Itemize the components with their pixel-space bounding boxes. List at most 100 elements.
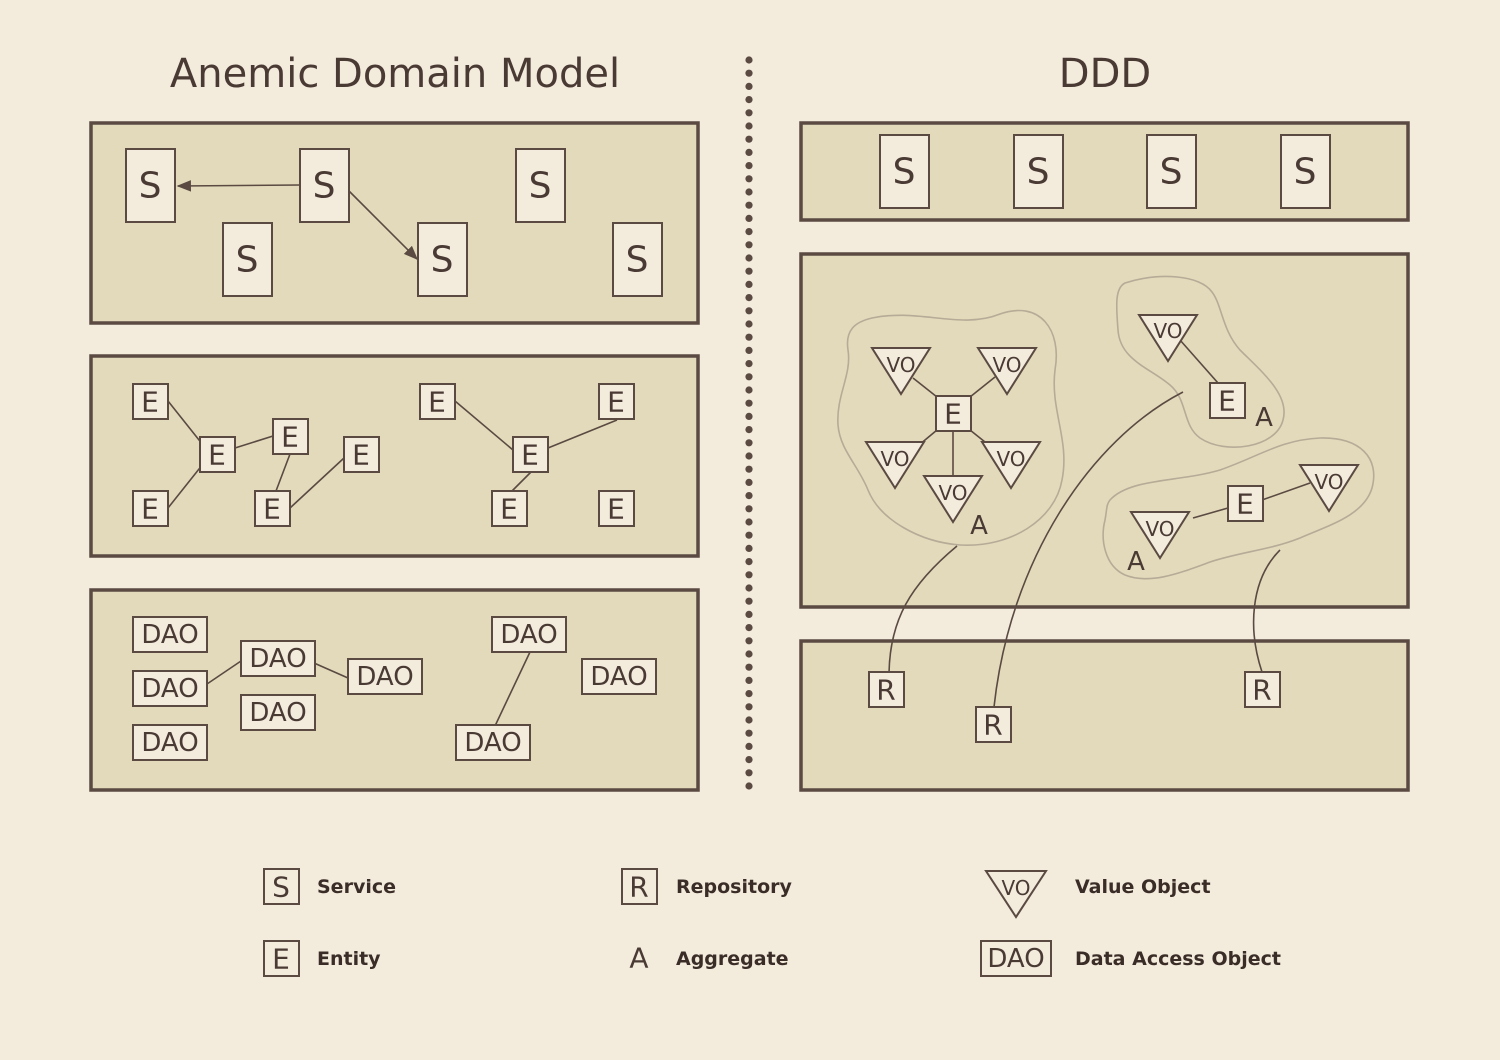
ddd-repository-layer [799, 639, 1410, 792]
svg-text:DAO: DAO [464, 728, 521, 758]
aggregate-legend-icon: A [629, 942, 648, 975]
svg-text:Data Access Object: Data Access Object [1075, 948, 1281, 970]
divider-dot [745, 650, 753, 658]
divider-dot [745, 109, 753, 117]
legend: S Service R Repository VO Value Object E… [263, 868, 1281, 977]
svg-text:VO: VO [1001, 876, 1030, 900]
svg-text:DAO: DAO [141, 674, 198, 704]
svg-text:E: E [500, 493, 518, 526]
divider-dot [745, 756, 753, 764]
left-entity-layer [89, 354, 700, 558]
svg-text:Repository: Repository [676, 876, 792, 898]
entity-node: E [1209, 382, 1246, 419]
aggregate-boundary [1102, 437, 1375, 580]
divider-dot [745, 452, 753, 460]
aggregate-boundary [1115, 275, 1285, 448]
dao-node: DAO [455, 724, 531, 761]
aggregate-label: A [1255, 403, 1273, 433]
svg-text:S: S [1160, 152, 1183, 193]
divider-dot [745, 96, 753, 104]
divider-dot [745, 729, 753, 737]
svg-text:E: E [607, 493, 625, 526]
dao-node: DAO [240, 640, 316, 677]
service-node: S [125, 148, 176, 223]
divider-dot [745, 280, 753, 288]
entity-node: E [935, 395, 972, 432]
divider-dot [745, 135, 753, 143]
divider-dot [745, 558, 753, 566]
dao-node: DAO [240, 694, 316, 731]
dao-node: DAO [132, 724, 208, 761]
aggregate-boundary [837, 309, 1065, 546]
divider-dot [745, 399, 753, 407]
svg-text:DAO: DAO [590, 662, 647, 692]
divider-dot [745, 597, 753, 605]
dao-links [206, 651, 531, 727]
svg-text:VO: VO [1153, 319, 1182, 343]
divider-dot [745, 465, 753, 473]
svg-text:DAO: DAO [356, 662, 413, 692]
svg-text:Value Object: Value Object [1075, 876, 1211, 898]
entity-node: E [199, 436, 236, 473]
value-object-node: VO [976, 347, 1038, 396]
service-node: S [1013, 134, 1064, 209]
divider-dot [745, 584, 753, 592]
entity-node: E [419, 383, 456, 420]
svg-text:Service: Service [317, 876, 396, 898]
entity-node: E [491, 490, 528, 527]
dao-node: DAO [132, 670, 208, 707]
entity-node: E [272, 418, 309, 455]
svg-text:R: R [1252, 674, 1271, 707]
svg-text:VO: VO [886, 353, 915, 377]
svg-text:R: R [629, 871, 648, 904]
divider-dot [745, 571, 753, 579]
dao-node: DAO [132, 616, 208, 653]
service-node: S [1280, 134, 1331, 209]
svg-text:S: S [529, 166, 552, 207]
divider-dot [745, 175, 753, 183]
svg-text:VO: VO [1145, 517, 1174, 541]
divider-dot [745, 531, 753, 539]
divider-dot [745, 478, 753, 486]
left-service-layer [89, 121, 700, 325]
svg-text:DAO: DAO [500, 620, 557, 650]
entity-node: E [512, 436, 549, 473]
dao-node: DAO [347, 658, 423, 695]
value-object-node: VO [864, 441, 926, 490]
service-legend-icon [263, 868, 300, 905]
divider-dot [745, 320, 753, 328]
divider-dot [745, 148, 753, 156]
svg-text:E: E [428, 386, 446, 419]
svg-text:R: R [983, 709, 1002, 742]
ddd-domain-layer [799, 252, 1410, 609]
divider-dot [745, 610, 753, 619]
legend-item-repository: R Repository [621, 868, 792, 905]
divider-dot [745, 518, 753, 526]
divider-dot [745, 69, 753, 77]
repository-legend-icon [621, 868, 658, 905]
value-object-node: VO [1129, 511, 1191, 560]
svg-text:S: S [893, 152, 916, 193]
legend-item-value-object: VO Value Object [984, 870, 1211, 919]
divider-dot [745, 346, 753, 354]
svg-text:E: E [1236, 488, 1254, 521]
legend-item-service: S Service [263, 868, 396, 905]
divider-dot [745, 544, 753, 553]
service-arrow-1 [176, 180, 301, 192]
repository-node: R [1244, 671, 1281, 708]
divider-dot [745, 333, 753, 341]
divider-dot [745, 637, 753, 645]
svg-text:Aggregate: Aggregate [676, 948, 789, 970]
svg-text:S: S [1294, 152, 1317, 193]
repository-node: R [868, 671, 905, 708]
service-arrow-2 [347, 189, 419, 261]
entity-links [167, 400, 618, 509]
svg-text:S: S [236, 240, 259, 281]
divider-dot [745, 716, 753, 724]
svg-text:E: E [272, 943, 290, 976]
repository-node: R [975, 706, 1012, 743]
divider-dot [745, 676, 753, 685]
service-node: S [879, 134, 930, 209]
